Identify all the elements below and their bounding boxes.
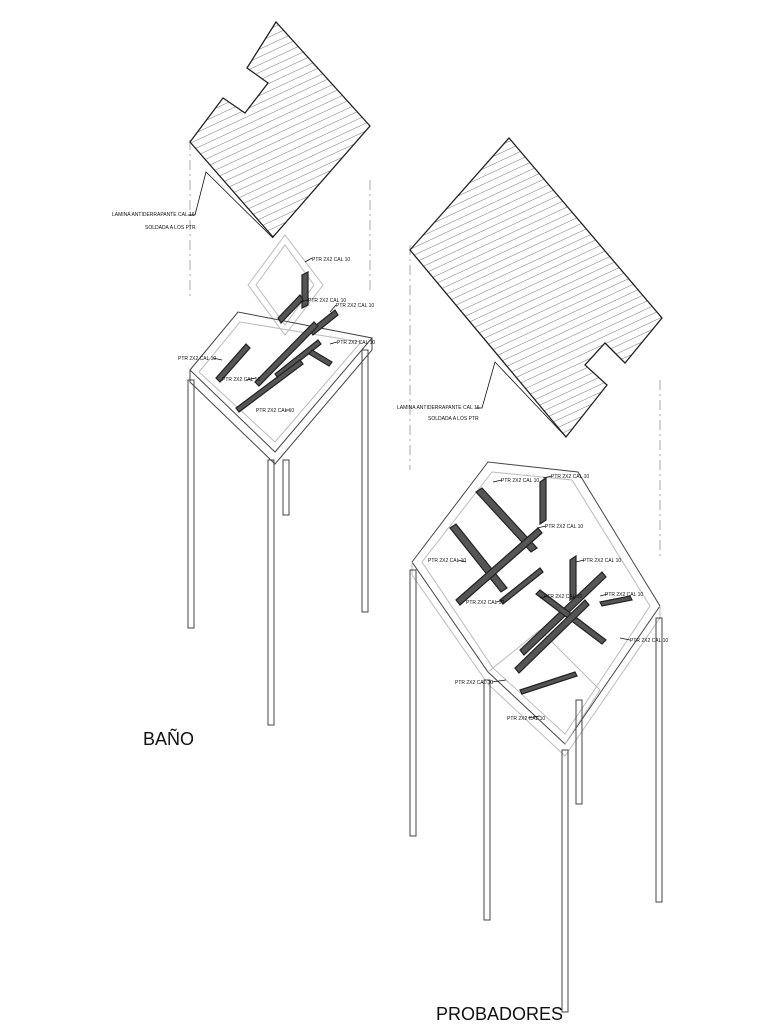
- probadores-ptr-label-3: PTR 2X2 CAL 10: [545, 524, 583, 530]
- probadores-ptr-label-4: PTR 2X2 CAL 10: [428, 558, 466, 564]
- probadores-sheet-note-line2: SOLDADA A LOS PTR: [428, 416, 479, 422]
- probadores-ptr-label-10: PTR 2X2 CAL 10: [455, 680, 493, 686]
- bano-ptr-beams: [215, 271, 339, 413]
- probadores-ptr-label-1: PTR 2X2 CAL 10: [501, 478, 539, 484]
- probadores-ptr-label-5: PTR 2X2 CAL 10: [583, 558, 621, 564]
- bano-ptr-label-1: PTR 2X2 CAL 10: [312, 257, 350, 263]
- probadores-legs: [409, 569, 663, 1013]
- probadores-ptr-label-7: PTR 2X2 CAL 10: [544, 594, 582, 600]
- bano-ptr-label-6: PTR 2X2 CAL 10: [222, 377, 260, 383]
- probadores-platform-frame: [411, 461, 661, 757]
- bano-ptr-label-7: PTR 2X2 CAL 10: [256, 408, 294, 414]
- probadores-ptr-label-8: PTR 2X2 CAL 10: [605, 592, 643, 598]
- probadores-assembly: LAMINA ANTIDERRAPANTE CAL 16 SOLDADA A L…: [397, 137, 668, 1024]
- probadores-ptr-label-2: PTR 2X2 CAL 10: [551, 474, 589, 480]
- probadores-ptr-beams: [449, 476, 633, 695]
- probadores-ptr-label-9: PTR 2X2 CAL 10: [630, 638, 668, 644]
- bano-antislip-sheet: [189, 20, 371, 238]
- bano-leaders: [188, 171, 338, 411]
- bano-ptr-label-3: PTR 2X2 CAL 10: [336, 303, 374, 309]
- bano-ptr-label-5: PTR 2X2 CAL 10: [178, 356, 216, 362]
- bano-upper-frame: [247, 234, 324, 336]
- bano-legs: [187, 349, 369, 726]
- bano-sheet-note-line1: LAMINA ANTIDERRAPANTE CAL 16: [112, 212, 195, 218]
- bano-title: BAÑO: [143, 728, 194, 749]
- bano-ptr-label-2: PTR 2X2 CAL 10: [308, 298, 346, 304]
- probadores-sheet-note-line1: LAMINA ANTIDERRAPANTE CAL 16: [397, 405, 480, 411]
- bano-sheet-note-line2: SOLDADA A LOS PTR: [145, 225, 196, 231]
- bano-ptr-label-4: PTR 2X2 CAL 10: [337, 340, 375, 346]
- probadores-ptr-label-6: PTR 2X2 CAL 10: [466, 600, 504, 606]
- probadores-ptr-label-11: PTR 2X2 CAL 10: [507, 716, 545, 722]
- probadores-leaders: [457, 361, 631, 719]
- bano-platform-frame: [189, 311, 373, 465]
- bano-assembly: LAMINA ANTIDERRAPANTE CAL 16 SOLDADA A L…: [112, 20, 375, 749]
- probadores-title: PROBADORES: [436, 1004, 563, 1024]
- probadores-antislip-sheet: [409, 137, 663, 439]
